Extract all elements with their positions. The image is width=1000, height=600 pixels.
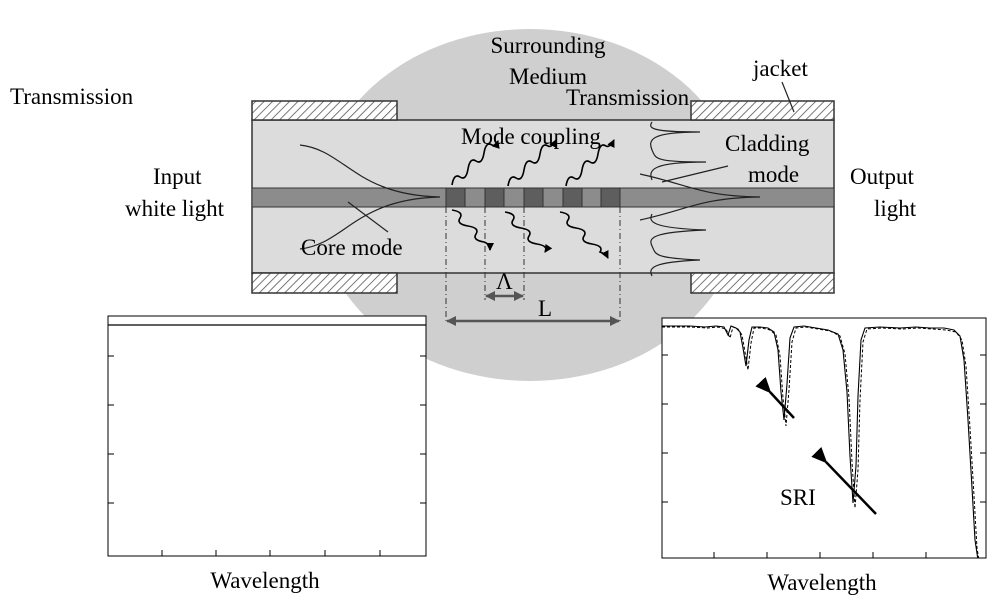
- input-label-line2: white light: [125, 196, 225, 221]
- grating-dimension-guides: [445, 207, 621, 324]
- coupling-arrow-down-1: [451, 209, 494, 251]
- jacket-pointer: [781, 81, 795, 113]
- output-label-line2: light: [874, 196, 917, 221]
- core-mode-profile: [299, 144, 441, 250]
- wavelength-label-right: Wavelength: [767, 570, 877, 595]
- surrounding-label: Surrounding: [491, 33, 607, 58]
- cladding-mode-label-line2: mode: [748, 162, 799, 187]
- core-mode-pointer: [347, 201, 389, 233]
- period-symbol: Λ: [496, 269, 513, 294]
- mode-coupling-label: Mode coupling: [461, 124, 601, 149]
- coupling-arrow-up-2: [507, 139, 557, 187]
- cladding-mode-label-line1: Cladding: [725, 131, 810, 156]
- output-spectrum-plot: [661, 317, 987, 559]
- spectrum-shift-arrow-small: [755, 376, 795, 419]
- grating-period-blocks: [445, 187, 621, 208]
- jacket-label: jacket: [752, 56, 809, 81]
- spectrum-curve-dashed: [662, 326, 980, 558]
- grating-length-symbol: L: [538, 296, 552, 321]
- fiber-jacket: [251, 100, 835, 294]
- transmission-label-right: Transmission: [566, 85, 690, 110]
- output-label-line1: Output: [850, 164, 915, 189]
- spectrum-curve-solid: [662, 325, 979, 558]
- input-spectrum-plot: [107, 315, 427, 557]
- core-mode-label: Core mode: [301, 235, 403, 260]
- coupling-arrow-down-3: [559, 211, 609, 259]
- cladding-mode-profile: [650, 121, 707, 277]
- coupling-arrow-up-1: [451, 140, 500, 186]
- coupling-arrow-up-3: [565, 139, 615, 187]
- transmission-label-left: Transmission: [10, 84, 134, 109]
- wavelength-label-left: Wavelength: [210, 568, 320, 593]
- input-label-line1: Input: [153, 164, 202, 189]
- output-core-mode-profile: [639, 173, 761, 221]
- sri-label: SRI: [780, 485, 816, 510]
- coupling-arrow-down-2: [504, 211, 553, 253]
- sri-arrow: [811, 447, 877, 515]
- cladding-mode-pointer: [661, 165, 729, 183]
- medium-label: Medium: [509, 64, 587, 89]
- mode-coupling-arrows: [451, 139, 615, 259]
